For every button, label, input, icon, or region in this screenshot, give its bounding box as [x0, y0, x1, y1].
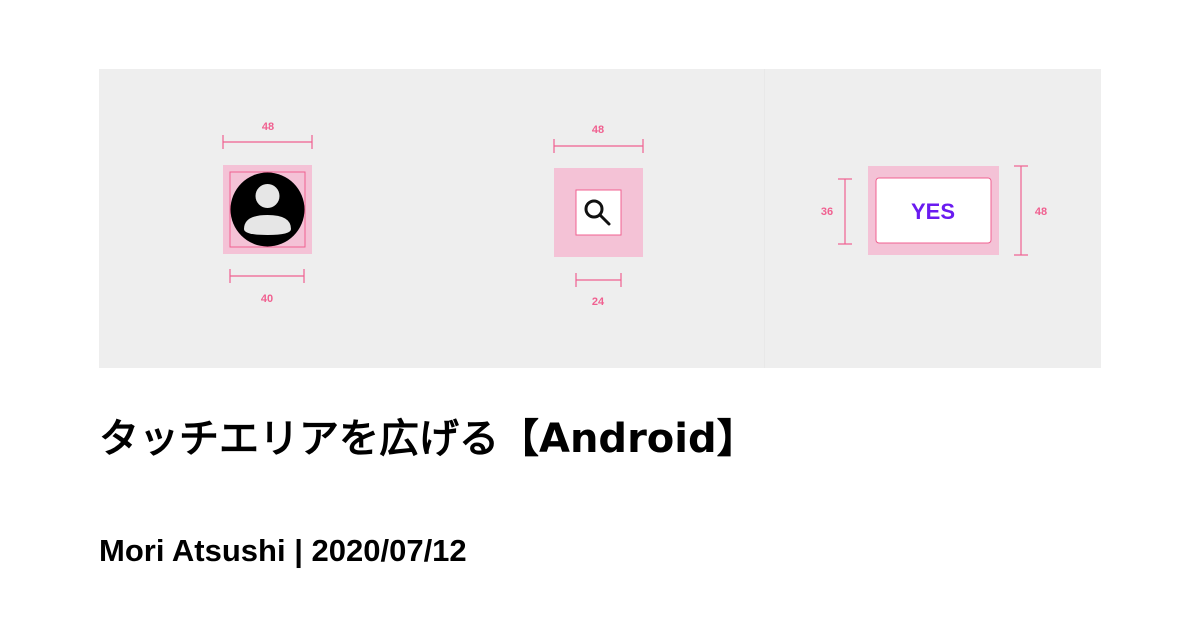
- icon-width-guide: [575, 273, 622, 287]
- icon-width-guide: [229, 269, 305, 283]
- hero-image: 48 40 48: [99, 69, 1101, 368]
- hero-divider: [764, 69, 765, 368]
- icon-bounds: [575, 189, 622, 236]
- button-height-guide: [838, 178, 852, 245]
- search-icon: [584, 199, 611, 226]
- touch-area-diagram: 48 40 48: [222, 121, 1047, 308]
- article-title: タッチエリアを広げる【Android】: [99, 416, 757, 462]
- touch-width-label: 48: [262, 121, 274, 133]
- icon-bounds: [229, 171, 306, 248]
- example-account: 48 40: [222, 121, 313, 305]
- button-height-label: 36: [821, 206, 833, 218]
- touch-width-guide: [222, 135, 313, 149]
- publish-date: 2020/07/12: [311, 533, 467, 568]
- icon-width-label: 24: [592, 296, 605, 308]
- yes-button-label: YES: [911, 199, 955, 224]
- touch-width-guide: [553, 139, 644, 153]
- touch-width-label: 48: [592, 124, 604, 136]
- byline-separator: |: [294, 533, 303, 568]
- account-circle-icon: [230, 172, 305, 247]
- author-name: Mori Atsushi: [99, 533, 286, 568]
- icon-width-label: 40: [261, 293, 273, 305]
- yes-button-shape: [875, 177, 992, 244]
- example-button: 36 YES 48: [821, 165, 1047, 256]
- byline: Mori Atsushi | 2020/07/12: [99, 533, 467, 569]
- touch-height-label: 48: [1035, 206, 1047, 218]
- touch-height-guide: [1014, 165, 1028, 256]
- example-search: 48 24: [553, 124, 644, 308]
